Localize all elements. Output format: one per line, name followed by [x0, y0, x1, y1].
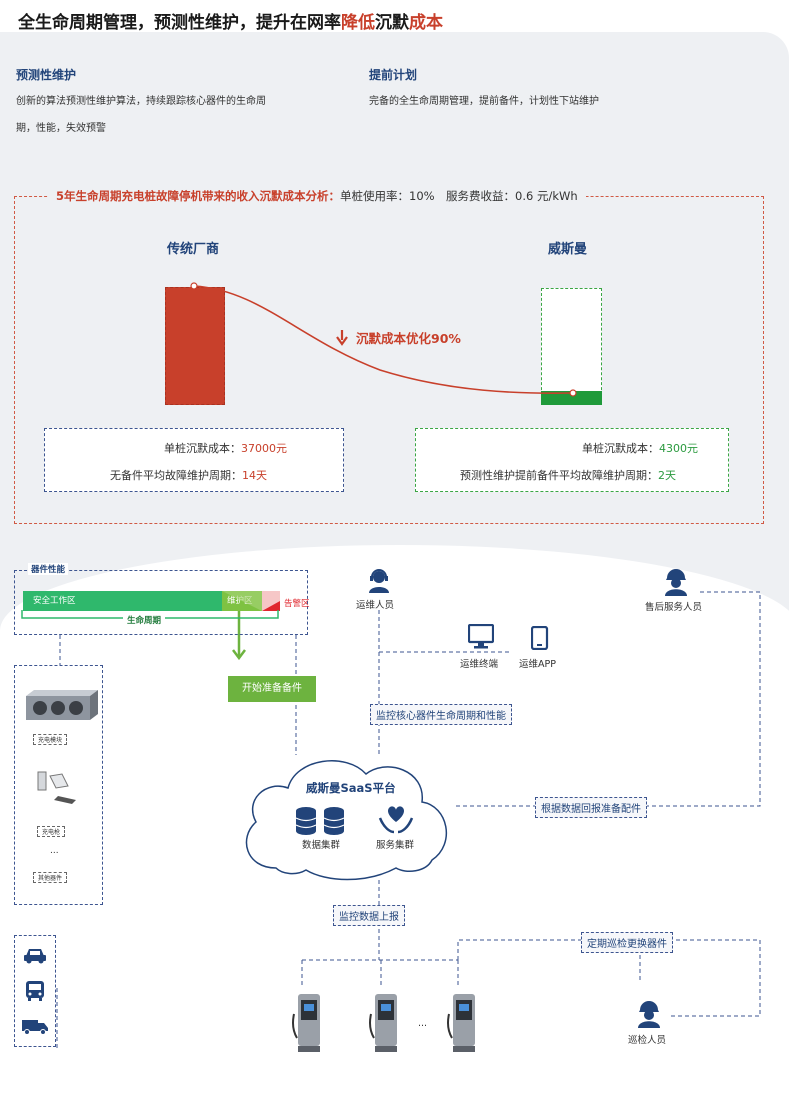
traditional-cost-bar: [165, 287, 225, 405]
lifecycle-label: 生命周期: [123, 614, 166, 626]
module-label: 充电模块: [33, 734, 68, 745]
charger-icon: [292, 994, 320, 1052]
saas-cloud: [245, 760, 448, 881]
wisman-heading: 威斯曼: [548, 242, 588, 257]
aftersales-label: 售后服务人员: [645, 602, 703, 613]
traditional-heading: 传统厂商: [167, 242, 220, 257]
inspector-label: 巡检人员: [628, 1035, 667, 1046]
advance-heading: 提前计划: [369, 68, 418, 82]
page-title: 全生命周期管理，预测性维护，提升在网率降低沉默成本: [18, 13, 443, 33]
prepare-spares-badge: 开始准备备件: [228, 676, 316, 702]
traditional-cycle-row: 无备件平均故障维护周期：14天: [110, 469, 267, 482]
database-icon: [295, 807, 345, 835]
phone-icon: [531, 626, 549, 650]
device-performance-heading: 器件性能: [28, 563, 69, 575]
cost-curve: [190, 282, 577, 397]
charger-icon: [369, 994, 397, 1052]
traditional-info-box: 单桩沉默成本：37000元 无备件平均故障维护周期：14天: [44, 428, 344, 492]
traditional-cost-row: 单桩沉默成本：37000元: [164, 442, 287, 455]
terminal-label: 运维终端: [460, 659, 499, 670]
inspect-label: 定期巡检更换器件: [581, 932, 673, 953]
advance-text: 完备的全生命周期管理，提前备件，计划性下站维护: [369, 96, 599, 107]
wisman-info-box: 单桩沉默成本：4300元 预测性维护提前备件平均故障维护周期：2天: [415, 428, 729, 492]
service-cluster-label: 服务集群: [376, 840, 415, 851]
other-label: 其他器件: [33, 872, 68, 883]
down-arrow-icon: [336, 330, 348, 346]
monitor-icon: [468, 624, 494, 649]
alarm-zone-label: 告警区: [284, 599, 310, 609]
predictive-heading: 预测性维护: [16, 68, 77, 82]
app-label: 运维APP: [519, 659, 556, 670]
cloud-title: 威斯曼SaaS平台: [306, 781, 396, 795]
monitor-core-label: 监控核心器件生命周期和性能: [370, 704, 512, 725]
monitor-report-label: 监控数据上报: [333, 905, 405, 926]
data-cluster-label: 数据集群: [302, 840, 341, 851]
cost-analysis-title: 5年生命周期充电桩故障停机带来的收入沉默成本分析：单桩使用率：10% 服务费收益…: [48, 188, 586, 204]
car-icon: [24, 949, 46, 964]
wisman-cost-frame: [541, 288, 602, 405]
wisman-cost-row: 单桩沉默成本：4300元: [582, 442, 698, 455]
truck-icon: [22, 1020, 48, 1035]
ops-label: 运维人员: [356, 600, 395, 611]
components-frame: [14, 665, 103, 905]
device-performance-frame: [14, 570, 308, 635]
power-module-icon: [26, 690, 98, 720]
vehicles-frame: [14, 935, 56, 1047]
bus-icon: [26, 981, 44, 1001]
charger-icon: [447, 994, 475, 1052]
alarm-zone-ramp: [222, 591, 280, 611]
predictive-text: 创新的算法预测性维护算法，持续跟踪核心器件的生命周 期，性能，失效预警: [16, 96, 266, 134]
return-data-label: 根据数据回报准备配件: [535, 797, 647, 818]
charging-gun-icon: [37, 771, 76, 804]
worker-helmet-icon: [665, 569, 687, 596]
headset-agent-icon: [369, 569, 389, 593]
chargers-ellipsis: ...: [418, 1018, 428, 1029]
worker-helmet-icon: [638, 1001, 660, 1028]
optimization-label: 沉默成本优化90%: [356, 331, 461, 346]
wisman-cycle-row: 预测性维护提前备件平均故障维护周期：2天: [460, 469, 676, 482]
components-ellipsis: ...: [50, 846, 59, 856]
wisman-cost-bar: [541, 391, 602, 405]
safe-zone: 安全工作区: [23, 591, 222, 611]
heart-hands-icon: [378, 806, 414, 834]
gun-label: 充电枪: [37, 826, 66, 837]
